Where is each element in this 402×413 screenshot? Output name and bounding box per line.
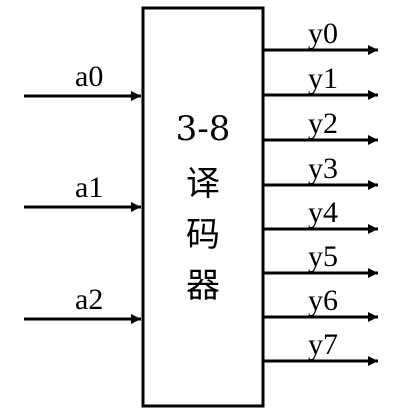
output-y0-label: y0 <box>308 17 338 50</box>
output-y4-label: y4 <box>308 196 338 229</box>
input-a0-label: a0 <box>75 60 103 93</box>
decoder-title-line4: 器 <box>186 266 220 306</box>
decoder-block <box>141 6 265 408</box>
output-y0: y0 <box>263 17 378 55</box>
input-a2-label: a2 <box>75 283 103 316</box>
output-y4: y4 <box>263 196 378 234</box>
output-y3-label: y3 <box>308 152 338 185</box>
output-y5: y5 <box>263 240 378 278</box>
decoder-title-line2: 译 <box>186 164 220 204</box>
output-y2-label: y2 <box>308 107 338 140</box>
output-y6-label: y6 <box>308 284 338 317</box>
output-y5-label: y5 <box>308 240 338 273</box>
input-a0: a0 <box>24 60 141 101</box>
input-a1-label: a1 <box>75 171 103 204</box>
output-y1-label: y1 <box>308 62 338 95</box>
decoder-title-line1: 3-8 <box>176 109 231 149</box>
output-y3: y3 <box>263 152 378 190</box>
input-a2: a2 <box>24 283 141 324</box>
input-a1: a1 <box>24 171 141 212</box>
output-y7: y7 <box>263 328 378 366</box>
output-y2: y2 <box>263 107 378 145</box>
decoder-title-line3: 码 <box>186 215 220 255</box>
output-y1: y1 <box>263 62 378 100</box>
output-y7-label: y7 <box>308 328 338 361</box>
output-y6: y6 <box>263 284 378 322</box>
